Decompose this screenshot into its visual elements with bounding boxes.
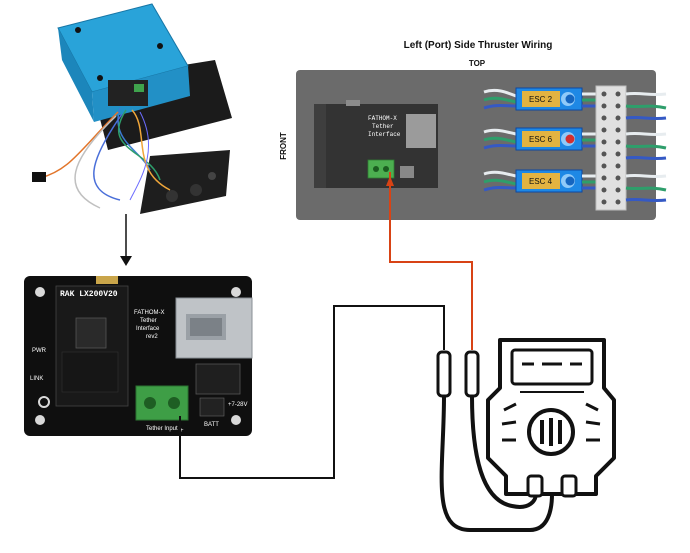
- multimeter-icon: [436, 338, 616, 532]
- esc-rows: ESC 2 ESC 6 ESC 4: [483, 85, 667, 211]
- terminal-strip: [595, 85, 627, 211]
- front-label: FRONT: [279, 132, 288, 160]
- esc-right-wires: [582, 92, 598, 190]
- panel-interface-line-2: Tether: [372, 123, 394, 130]
- pwr-label: PWR: [32, 348, 47, 354]
- voltage-label: +7-28V: [228, 402, 248, 408]
- board-interface-line-4: rev2: [146, 334, 158, 340]
- red-test-lead: [389, 172, 473, 350]
- esc-6-dot: [565, 134, 575, 144]
- black-test-lead: [179, 305, 445, 479]
- esc-4-label: ESC 4: [529, 177, 553, 186]
- down-arrow: [120, 214, 132, 266]
- top-label: TOP: [469, 59, 486, 68]
- board-interface-line-1: FATHOM-X: [134, 310, 165, 316]
- esc-4-module: ESC 4: [515, 169, 583, 193]
- plus-label: +: [180, 428, 184, 434]
- fathom-x-board: RAK LX200V20 PWR LINK FATHOM-X Tether In…: [24, 276, 253, 436]
- batt-label: BATT: [204, 422, 219, 428]
- panel-interface-line-1: FATHOM-X: [368, 115, 397, 122]
- tether-input-label: Tether Input: [146, 426, 178, 432]
- esc-6-label: ESC 6: [529, 135, 553, 144]
- esc-2-label: ESC 2: [529, 95, 553, 104]
- diagram-title: Left (Port) Side Thruster Wiring: [404, 40, 553, 51]
- esc-6-module: ESC 6: [515, 127, 583, 151]
- panel-interface-line-3: Interface: [368, 131, 401, 138]
- enclosure-photo: [32, 3, 232, 214]
- esc-4-dot: [565, 176, 575, 186]
- esc-left-wires: [483, 88, 517, 192]
- esc-2-module: ESC 2: [515, 87, 583, 111]
- esc-2-dot: [565, 94, 575, 104]
- link-label: LINK: [30, 376, 43, 382]
- board-model-label: RAK LX200V20: [60, 290, 118, 299]
- thruster-wires: [625, 91, 667, 203]
- board-interface-line-3: Interface: [136, 326, 160, 332]
- board-interface-line-2: Tether: [140, 318, 157, 324]
